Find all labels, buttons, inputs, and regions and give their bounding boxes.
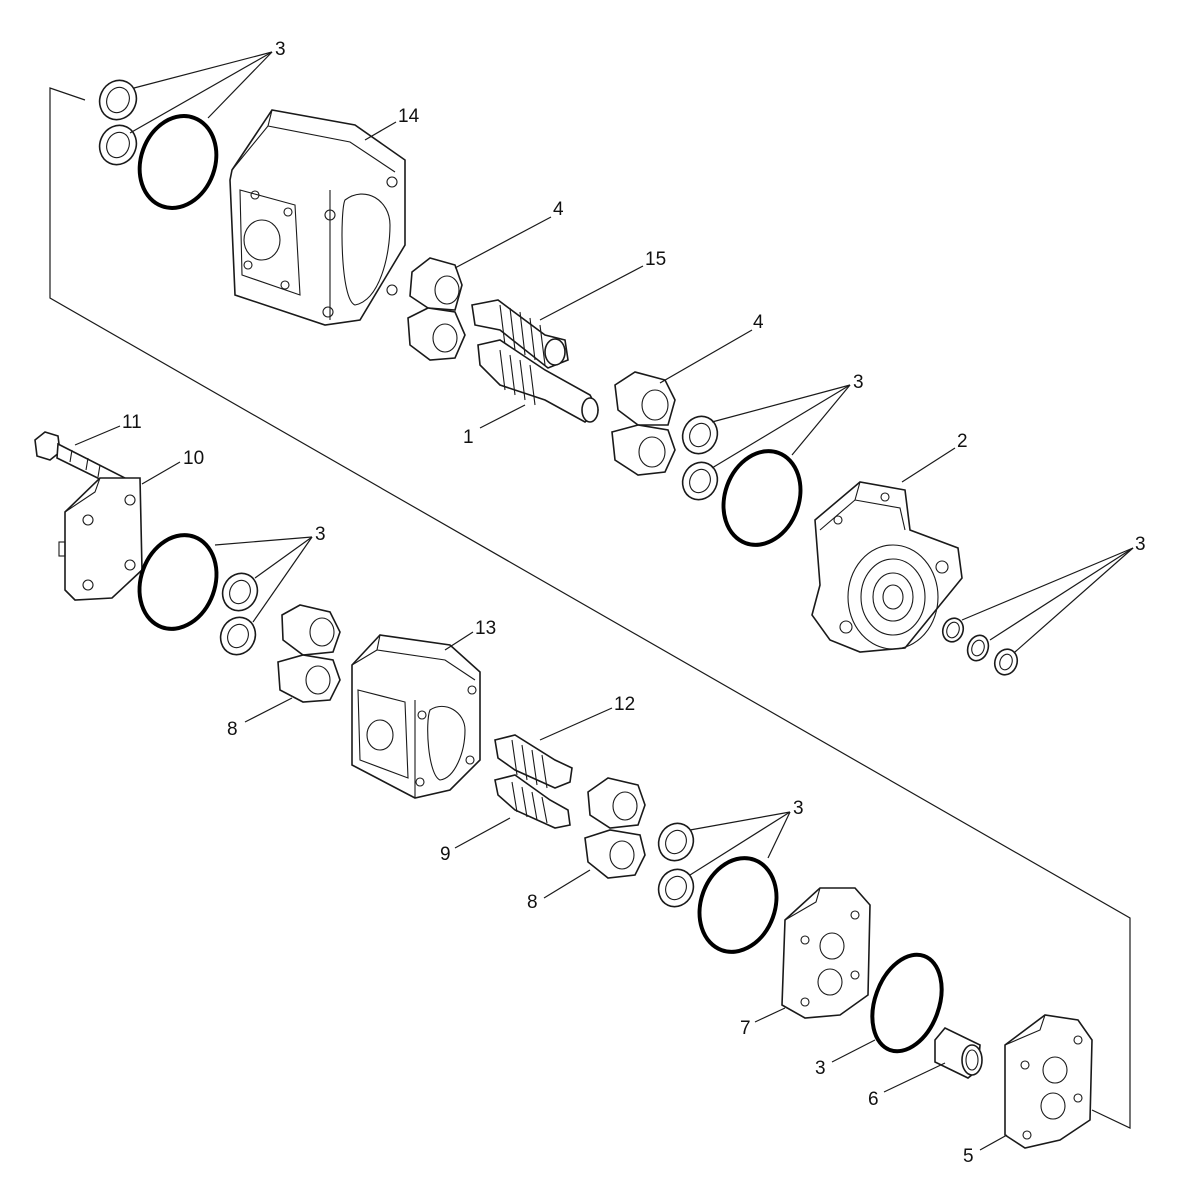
callout-4-middle: 4 (753, 312, 764, 333)
callout-10: 10 (183, 448, 204, 469)
seal-ring-part (219, 572, 259, 656)
assembly-frame (49, 87, 1131, 1129)
bushing-part (277, 604, 341, 703)
callout-1: 1 (463, 427, 474, 448)
callout-8-right: 8 (527, 892, 538, 913)
pump-housing-part (351, 634, 481, 799)
mounting-flange-part (811, 481, 963, 653)
callout-12: 12 (614, 694, 635, 715)
gear-shaft-part (494, 734, 573, 789)
seal-ring-part (681, 415, 719, 501)
callout-6: 6 (868, 1089, 879, 1110)
leader-lines (74, 51, 1134, 1151)
seal-ring-part (941, 617, 1019, 676)
callout-8-left: 8 (227, 719, 238, 740)
drive-gear-shaft-part (477, 339, 599, 423)
coupling-sleeve-part (934, 1027, 983, 1079)
drive-gear-shaft-part (494, 774, 571, 829)
callout-13: 13 (475, 618, 496, 639)
callout-3-upper-left: 3 (275, 39, 286, 60)
callout-9: 9 (440, 844, 451, 865)
bushing-part (407, 257, 466, 361)
gear-shaft-part (471, 299, 569, 369)
callout-3-middle: 3 (853, 372, 864, 393)
callout-3-right: 3 (1135, 534, 1146, 555)
callout-7: 7 (740, 1018, 751, 1039)
callout-5: 5 (963, 1146, 974, 1167)
callout-3-lower-left: 3 (315, 524, 326, 545)
o-ring-part (137, 114, 219, 210)
bushing-part (611, 371, 676, 476)
callout-2: 2 (957, 431, 968, 452)
wear-plate-part (781, 887, 871, 1019)
rear-cover-part (1004, 1014, 1093, 1149)
seal-ring-part (98, 79, 138, 166)
o-ring-part (137, 533, 219, 631)
callout-3-lower-right: 3 (815, 1058, 826, 1079)
callout-labels: 3 14 4 15 4 3 1 11 10 2 3 3 13 8 12 9 3 … (122, 39, 1146, 1167)
callout-4-upper: 4 (553, 199, 564, 220)
callout-3-lower-middle: 3 (793, 798, 804, 819)
callout-14: 14 (398, 106, 420, 127)
callout-11: 11 (122, 412, 142, 433)
pump-housing-part (229, 109, 406, 326)
end-cover-part (58, 477, 143, 601)
o-ring-part (721, 449, 803, 547)
seal-ring-part (657, 822, 695, 908)
o-ring-part (870, 952, 944, 1054)
callout-15: 15 (645, 249, 666, 270)
o-ring-part (697, 856, 779, 954)
bushing-part (584, 777, 646, 879)
